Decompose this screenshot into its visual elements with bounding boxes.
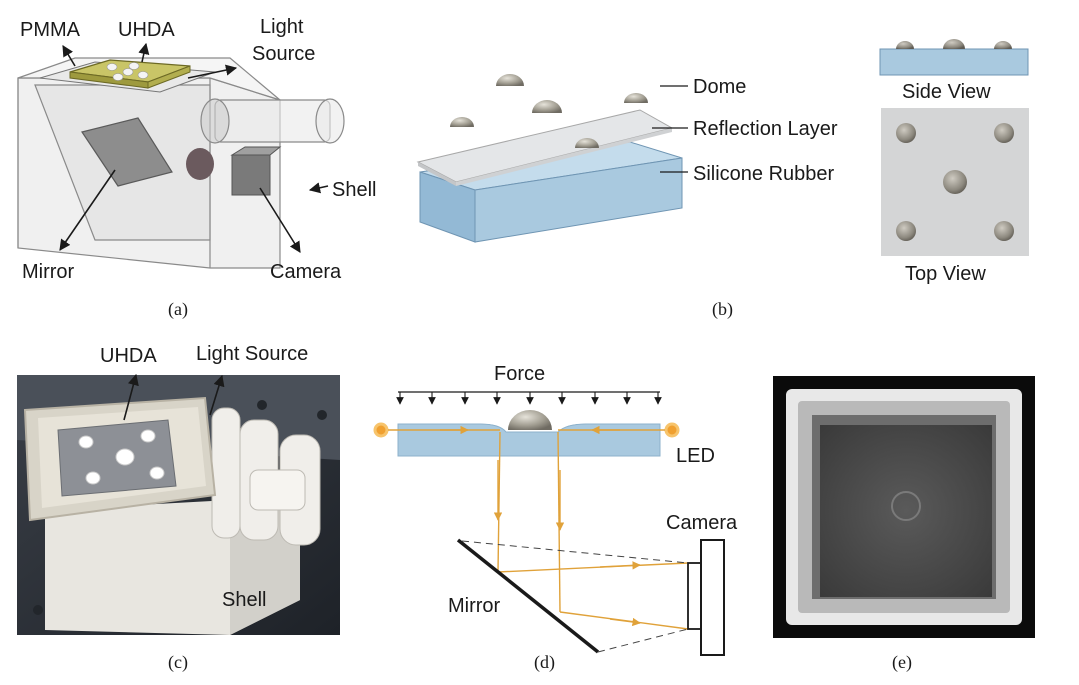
label-pmma: PMMA	[20, 19, 81, 41]
caption-a: (a)	[168, 299, 188, 320]
led-right	[664, 422, 680, 438]
light-rays	[388, 425, 689, 630]
force-arrows	[396, 392, 662, 405]
label-force: Force	[494, 363, 545, 385]
label-camera-a: Camera	[270, 261, 342, 283]
label-led: LED	[676, 445, 715, 467]
label-light-source-c: Light Source	[196, 343, 308, 365]
label-uhda-a: UHDA	[118, 19, 175, 41]
silicone-side	[474, 157, 683, 243]
panel-e: (e)	[773, 376, 1035, 673]
dome-d	[508, 410, 552, 430]
label-light-line2: Source	[252, 43, 315, 65]
label-uhda-c: UHDA	[100, 345, 157, 367]
domes-3d	[450, 74, 648, 148]
photo-domes	[78, 429, 165, 485]
camera-lens	[186, 148, 214, 180]
camera-body-d	[700, 539, 725, 656]
label-side-view: Side View	[902, 81, 991, 103]
label-top-view: Top View	[905, 263, 986, 285]
label-mirror-d: Mirror	[448, 595, 501, 617]
camera-lens-d	[687, 562, 702, 630]
caption-d: (d)	[534, 652, 555, 673]
panel-a: PMMA UHDA Light Source Shell Mirror Came…	[17, 16, 376, 320]
label-reflection-layer: Reflection Layer	[693, 118, 838, 140]
panel-b: Dome Reflection Layer Silicone Rubber Si…	[416, 39, 1029, 320]
panel-c: UHDA Light Source Shell (c)	[17, 343, 340, 673]
label-shell-a: Shell	[332, 179, 376, 201]
label-mirror-a: Mirror	[22, 261, 75, 283]
side-view-bar	[879, 48, 1029, 76]
panel-d: Force LED Mirror	[373, 363, 738, 673]
photo-hinge	[211, 407, 321, 546]
label-light-line1: Light	[260, 16, 304, 38]
caption-e: (e)	[892, 652, 912, 673]
label-shell-c: Shell	[222, 589, 266, 611]
dome-imprint	[891, 491, 921, 521]
label-silicone-rubber: Silicone Rubber	[693, 163, 835, 185]
mirror-d	[456, 538, 600, 654]
sensor-image-center	[820, 425, 992, 597]
caption-b: (b)	[712, 299, 733, 320]
label-camera-d: Camera	[666, 512, 738, 534]
camera-top	[230, 146, 282, 156]
uhda-domes-small	[106, 62, 149, 81]
led-left	[373, 422, 389, 438]
label-dome: Dome	[693, 76, 746, 98]
caption-c: (c)	[168, 652, 188, 673]
camera-body	[231, 154, 271, 196]
mirror-plate	[81, 117, 173, 187]
light-tube	[200, 98, 345, 144]
